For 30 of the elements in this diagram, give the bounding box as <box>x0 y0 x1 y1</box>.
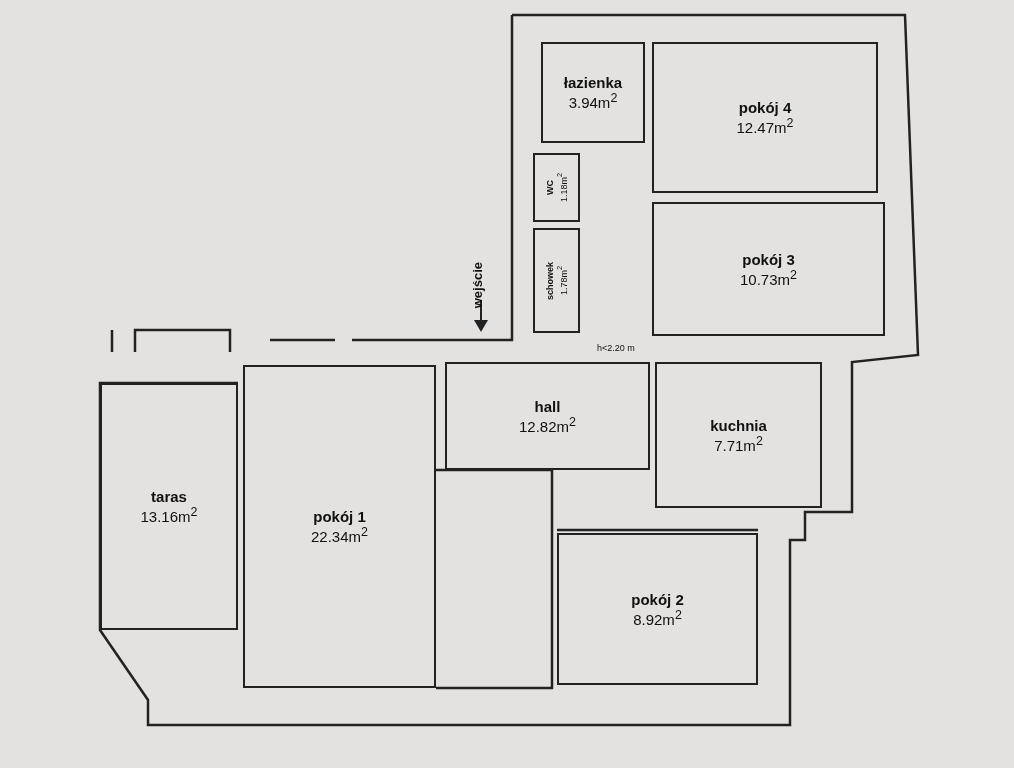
entrance-label: wejście <box>470 262 485 309</box>
room-outline <box>652 202 885 336</box>
room-area: 7.71m$^{2}$ <box>714 433 763 454</box>
room-name: pokój 3 <box>742 250 795 268</box>
room-name: pokój 4 <box>738 99 792 116</box>
height-note: h<2.20 m <box>597 343 635 353</box>
room-outline <box>533 153 580 222</box>
room-name: kuchnia <box>710 416 767 434</box>
room-outline <box>655 362 822 508</box>
room-outline <box>445 362 650 470</box>
room-name: taras <box>151 488 187 505</box>
room-outline <box>652 42 878 193</box>
room-area: 13.16m$^{2}$ <box>140 505 198 525</box>
room-name: pokój 2 <box>631 590 684 608</box>
room-outline <box>533 228 580 333</box>
room-name: schowek <box>544 261 555 300</box>
room-name: pokój 1 <box>313 508 366 525</box>
room-outline <box>557 533 758 685</box>
room-area: 3.94m$^{2}$ <box>568 91 618 111</box>
room-area: 8.92m$^{2}$ <box>633 607 682 628</box>
room-name: łazienka <box>563 74 623 91</box>
room-name: WC <box>544 180 555 195</box>
room-outline <box>243 365 436 688</box>
room-area: 10.73m$^{2}$ <box>740 267 797 288</box>
room-name: hall <box>534 397 561 415</box>
room-outline <box>541 42 645 143</box>
room-outline <box>100 383 238 630</box>
room-area: 12.82m$^{2}$ <box>519 414 576 435</box>
room-area: 12.47m$^{2}$ <box>736 116 794 136</box>
room-area: 22.34m$^{2}$ <box>311 525 368 545</box>
